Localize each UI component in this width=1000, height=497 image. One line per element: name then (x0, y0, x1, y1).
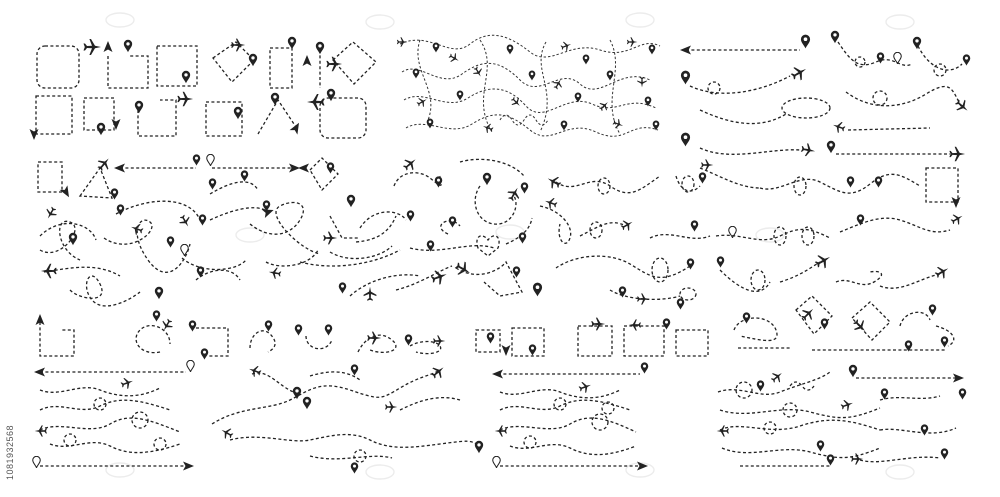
map-pin-icon (326, 88, 336, 102)
airplane-icon (326, 56, 343, 72)
map-pin-icon (233, 106, 243, 120)
map-pin-icon (315, 41, 325, 55)
bottom-center-right-panel (492, 362, 649, 471)
map-pin-icon (134, 100, 144, 114)
airplane-icon (177, 91, 194, 107)
map-pin-icon (96, 122, 106, 136)
bottom-center-left-panel (211, 362, 484, 474)
map-pin-icon (248, 53, 258, 67)
arrowhead-icon (289, 120, 303, 135)
bottom-right-panel (716, 364, 967, 467)
square-routes-group (29, 36, 377, 140)
map-pin-icon (270, 92, 280, 106)
top-right-routes-group (680, 30, 972, 162)
route-network-group (396, 34, 661, 137)
arrowhead-icon (103, 41, 113, 52)
airplane-icon (307, 94, 325, 110)
middle-center-routes-group (299, 154, 543, 301)
middle-right-routes-group (539, 159, 966, 310)
map-pin-icon (181, 70, 191, 84)
arrowhead-icon (111, 119, 121, 130)
map-pin-icon (123, 39, 133, 53)
middle-left-routes-group (37, 154, 415, 307)
arrowhead-icon (302, 55, 312, 66)
watermark-pattern (105, 12, 915, 480)
airplane-icon (83, 39, 101, 55)
row-four-routes-group (35, 295, 955, 360)
bottom-left-panel (32, 360, 195, 471)
